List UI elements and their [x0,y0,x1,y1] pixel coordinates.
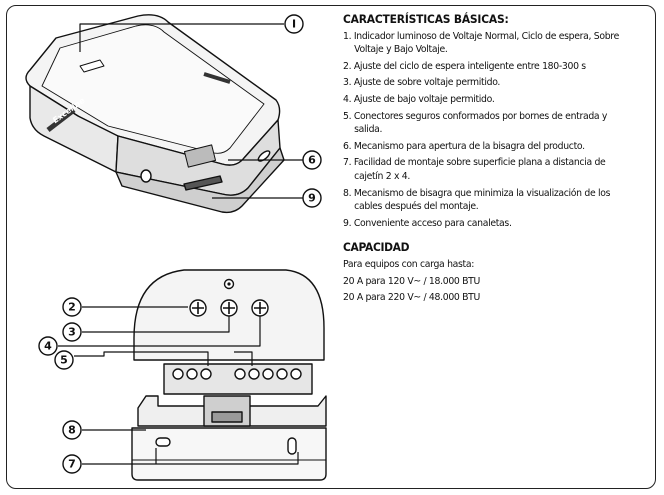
feature-item: 7. Facilidad de montaje sobre superficie… [343,157,606,182]
feature-item: 5. Conectores seguros conformados por bo… [343,110,608,136]
callout-label-7: 7 [68,458,76,471]
device-isometric-view [25,14,285,214]
callout-label-6: 6 [308,154,316,167]
feature-item: 6. Mecanismo para apertura de la bisagra… [343,140,585,152]
feature-item: 9. Conveniente acceso para canaletas. [343,217,512,229]
feature-item: 1. Indicador luminoso de Voltaje Normal,… [343,30,619,56]
capacity-line: Para equipos con carga hasta: [343,258,475,270]
callout-label-4: 4 [44,340,52,353]
capacity-line: 20 A para 120 V~ / 18.000 BTU [343,275,481,287]
product-figure: I 6 9 2 3 4 5 8 7 Exceline [25,14,327,481]
feature-item: 3. Ajuste de sobre voltaje permitido. [343,77,501,89]
callout-label-9: 9 [308,192,316,205]
text-column: CARACTERÍSTICAS BÁSICAS: 1. Indicador lu… [343,12,633,308]
callout-leaders [58,23,304,465]
capacity-line: 20 A para 220 V~ / 48.000 BTU [343,292,481,304]
callout-circle [284,14,304,34]
feature-item: 4. Ajuste de bajo voltaje permitido. [343,93,495,105]
callout-label-1: I [292,18,296,31]
feature-item: 8. Mecanismo de bisagra que minimiza la … [343,187,611,213]
callout-label-3: 3 [68,326,76,339]
feature-list: 1. Indicador luminoso de Voltaje Normal,… [343,30,633,231]
callout-label-2: 2 [68,301,76,314]
callout-label-5: 5 [60,354,68,367]
capacity-title: CAPACIDAD [343,240,410,255]
features-title: CARACTERÍSTICAS BÁSICAS: [343,12,509,26]
device-front-view [131,269,327,481]
callout-label-8: 8 [68,424,76,437]
feature-item: 2. Ajuste del ciclo de espera inteligent… [343,60,586,72]
page-frame [6,5,656,489]
